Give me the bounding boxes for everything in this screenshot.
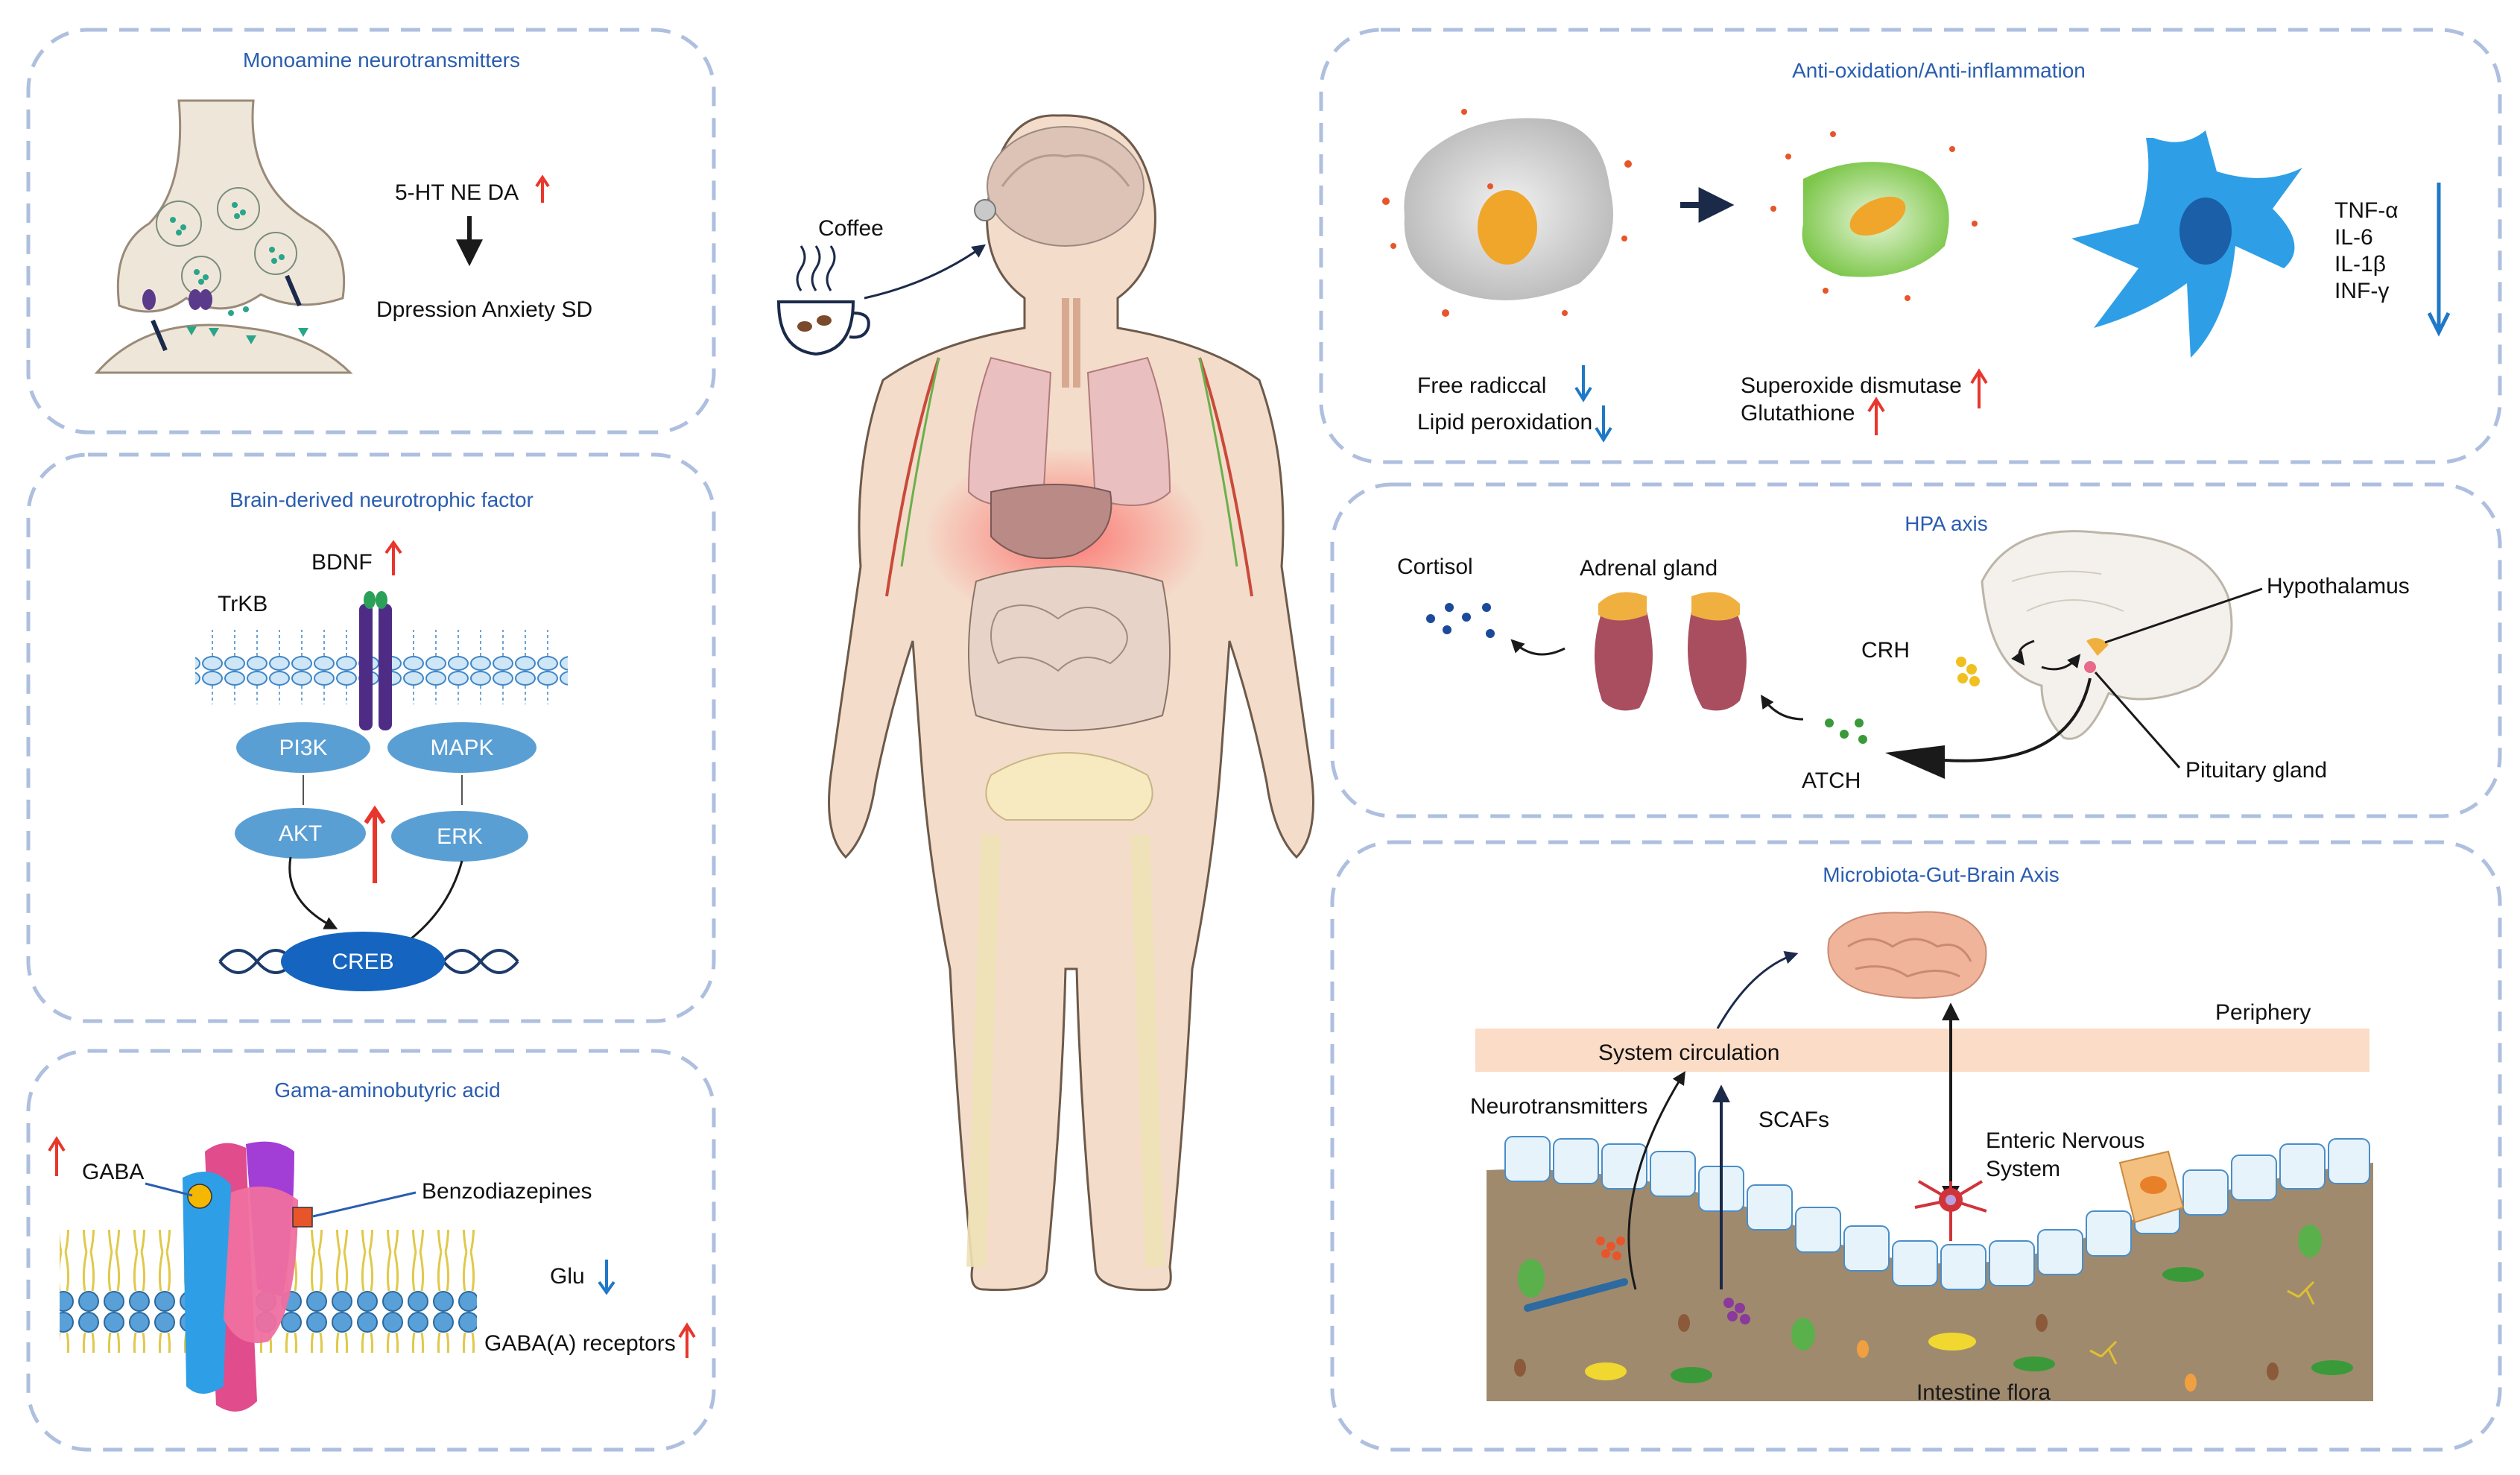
akt-label: AKT [279,821,322,846]
cytokine-il6: IL-6 [2334,225,2373,250]
gaba-pointer [145,1182,193,1197]
cytokines-down-arrow [2427,183,2451,337]
circulation-band [1475,1029,2369,1072]
healthy-cell [1770,131,1978,301]
panel-bdnf-border [26,452,716,1023]
coffee-cup-icon [776,245,870,356]
monoamine-outcome-label: Dpression Anxiety SD [376,297,592,322]
pituitary-pointer [2094,672,2181,768]
enteroendocrine-nucleus [2140,1176,2167,1194]
sod-label: Superoxide dismutase [1741,373,1962,398]
neurotransmitters-label: Neurotransmitters [1470,1094,1647,1119]
mapk-label: MAPK [430,736,493,760]
intestine-flora-label: Intestine flora [1916,1380,2051,1405]
bdnf-label: BDNF [311,550,373,575]
erk-label: ERK [437,824,483,849]
monoamine-transmitters-label: 5-HT NE DA [395,180,519,205]
adrenal-glands [1595,592,1747,711]
panel-antioxidation: Anti-oxidation/Anti-inflammation Free ra… [1319,28,2502,464]
erk-node [391,811,528,862]
pi3k-label: PI3K [279,736,327,760]
crh-loop-arrow-a [2011,639,2035,666]
periphery-label: Periphery [2215,1000,2311,1025]
cytokine-infg: INF-γ [2334,279,2389,303]
gaba-a-receptor [183,1141,313,1412]
brain-outline [1981,530,2233,740]
panel-bdnf: Brain-derived neurotrophic factor BDNF T… [26,452,716,1023]
panel-gaba-title: Gama-aminobutyric acid [274,1078,500,1102]
atch-adrenal-arrow [1761,695,1804,721]
mapk-node [387,722,536,773]
akt-creb-arrow [288,856,338,929]
panel-gut-brain: Microbiota-Gut-Brain Axis System circula… [1330,840,2502,1452]
neurotransmitters-arrow [1627,1070,1685,1290]
glutathione-label: Glutathione [1741,401,1855,426]
ens-label-line2: System [1986,1157,2060,1181]
human-body [828,114,1314,1292]
crh-loop-arrow-b [2041,654,2081,671]
adrenal-cortisol-arrow [1510,639,1565,656]
benzodiazepines-pointer [312,1191,417,1218]
panel-gaba: Gama-aminobutyric acid GABA Benzodiazepi… [26,1049,716,1452]
scafs-label: SCAFs [1758,1108,1829,1132]
hypothalamus-label: Hypothalamus [2267,574,2410,598]
panel-gut-brain-title: Microbiota-Gut-Brain Axis [1823,863,2059,886]
free-radical-down-arrow [1574,365,1592,402]
glutathione-up-arrow [1867,397,1885,435]
coffee-label: Coffee [818,216,884,241]
damaged-cell [1382,109,1632,317]
benzodiazepines-label: Benzodiazepines [422,1179,592,1204]
circulation-label: System circulation [1598,1040,1779,1065]
panel-antioxidation-title: Anti-oxidation/Anti-inflammation [1792,59,2086,82]
coffee-to-mouth-arrow [864,244,986,300]
lipid-peroxidation-label: Lipid peroxidation [1417,410,1592,435]
creb-node [281,932,445,991]
free-radical-label: Free radiccal [1417,373,1546,398]
akt-node [235,808,366,859]
pituitary-label: Pituitary gland [2185,758,2327,783]
atch-label: ATCH [1802,768,1861,793]
crh-label: CRH [1861,638,1910,663]
panel-monoamine-title: Monoamine neurotransmitters [243,48,520,72]
glu-label: Glu [550,1264,585,1289]
cortisol-label: Cortisol [1397,555,1473,579]
gaba-a-up-arrow [678,1322,696,1358]
monoamine-up-arrow-head [535,174,550,188]
adrenal-gland-label: Adrenal gland [1580,556,1718,581]
gaba-up-arrow [48,1136,66,1176]
cortisol-molecules [1426,603,1495,638]
panel-hpa: HPA axis Cortisol Adrenal gland CRH Hypo… [1330,482,2502,818]
brain-icon [1827,911,1987,999]
panel-monoamine: Monoamine neurotransmitters [26,28,716,435]
pituitary-atch-arrowhead [1885,745,1945,779]
pituitary-atch-arrow [1944,678,2092,762]
panel-hpa-title: HPA axis [1905,512,1988,535]
bdnf-up-arrow [384,540,402,575]
lipid-peroxidation-down-arrow [1595,405,1612,443]
cytokine-il1b: IL-1β [2334,252,2386,277]
ens-label-line1: Enteric Nervous [1986,1128,2144,1153]
hypothalamus-pointer [2104,587,2263,644]
atch-molecules [1825,718,1867,744]
gaba-label: GABA [82,1160,144,1184]
immune-cell [2071,130,2302,358]
gaba-a-receptors-label: GABA(A) receptors [484,1331,676,1356]
panel-bdnf-title: Brain-derived neurotrophic factor [229,488,534,511]
circulation-to-brain-arrow [1716,951,1799,1029]
bdnf-pathway-up-arrow [364,805,386,883]
crh-molecules [1956,657,1980,686]
enteric-neuron-icon [1914,1180,1987,1241]
creb-label: CREB [332,950,393,974]
trkb-receptor [359,591,392,730]
trkb-label: TrKB [218,592,267,616]
glu-down-arrow [598,1260,615,1295]
cytokine-tnf: TNF-α [2334,198,2399,223]
microbiota [1514,1225,2353,1392]
pi3k-node [236,722,370,773]
sod-up-arrow [1970,368,1988,408]
synapse-illustration [94,99,353,374]
